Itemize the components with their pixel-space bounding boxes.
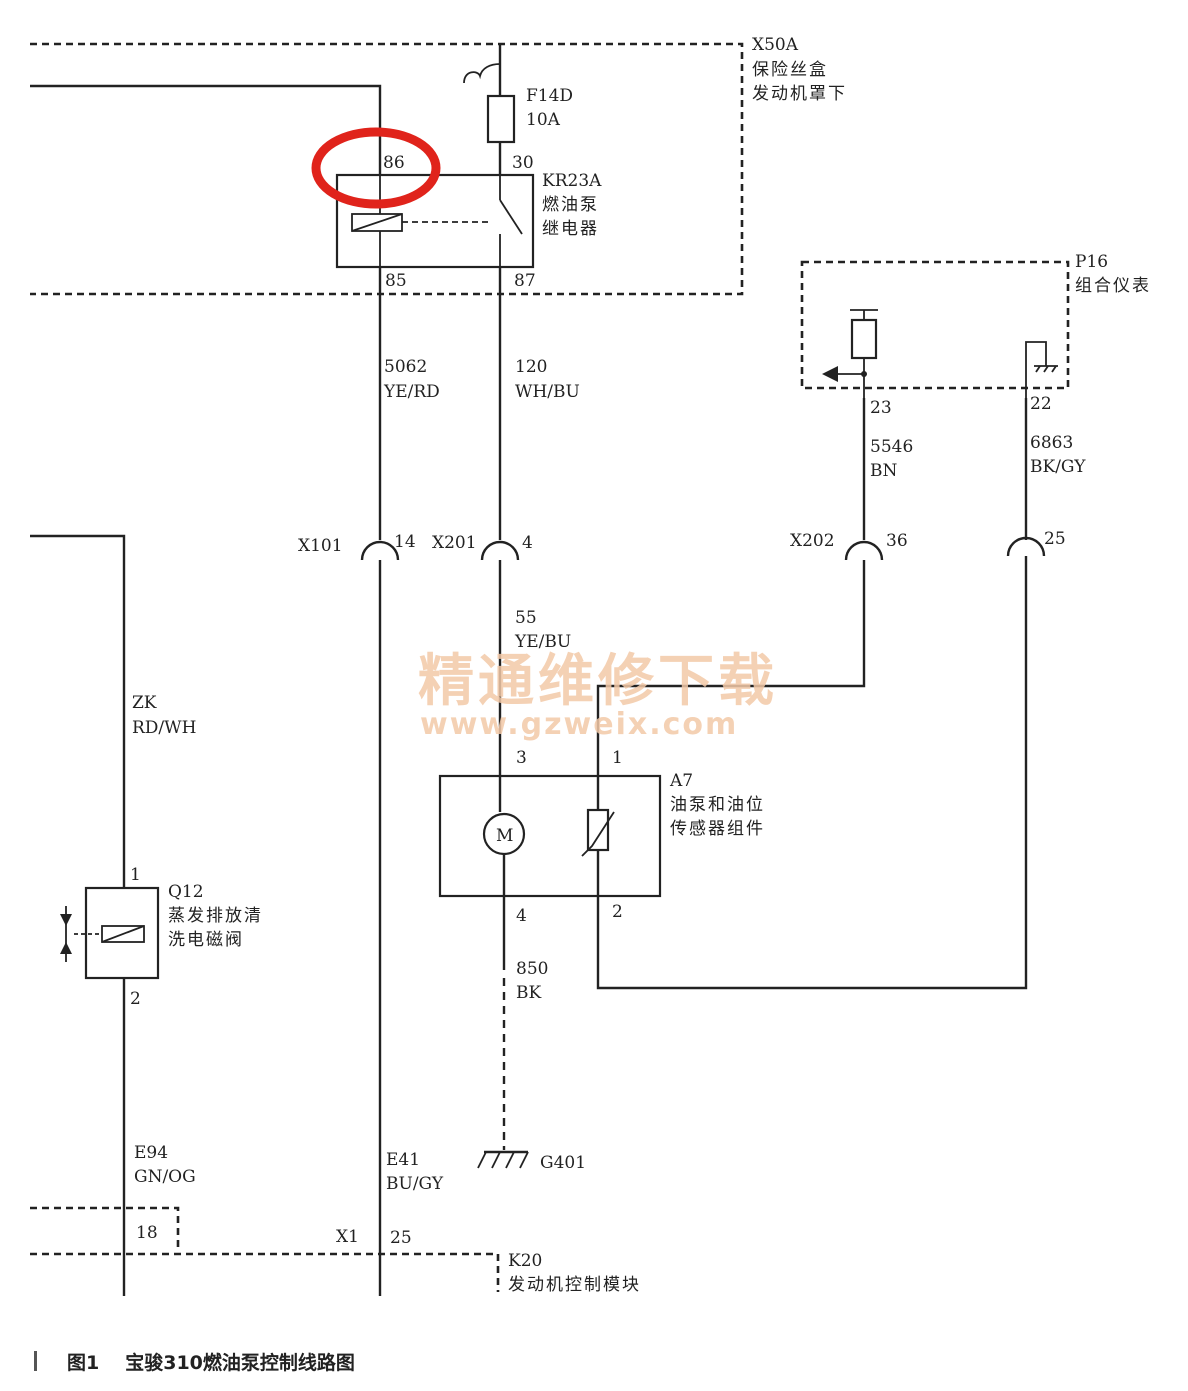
relay-name-2: 继电器 bbox=[542, 219, 599, 239]
wire-6863-circuit: 6863 bbox=[1030, 433, 1073, 453]
wire-5062: 5062 YE/RD bbox=[378, 267, 440, 540]
wire-zk: ZK RD/WH bbox=[30, 534, 196, 888]
valve-name-2: 洗电磁阀 bbox=[168, 930, 244, 950]
wire-55-circuit: 55 bbox=[515, 608, 537, 628]
fuel-level-sensor-icon bbox=[586, 808, 610, 852]
fuse-id: F14D bbox=[526, 86, 573, 106]
pump-motor-label: M bbox=[496, 826, 513, 846]
caption-bar bbox=[34, 1351, 37, 1371]
highlight-circle bbox=[311, 127, 441, 209]
wire-120-circuit: 120 bbox=[515, 357, 547, 377]
valve-pin-2: 2 bbox=[130, 989, 141, 1009]
fuel-pump-module-a7: M 3 1 4 2 A7 油泵和油位 传感器组件 bbox=[438, 748, 765, 926]
figure-title: 宝骏310燃油泵控制线路图 bbox=[125, 1351, 355, 1374]
ecm-name: 发动机控制模块 bbox=[508, 1275, 641, 1295]
ground-id: G401 bbox=[540, 1153, 586, 1173]
wire-850-color: BK bbox=[516, 983, 541, 1003]
relay-name: 燃油泵 bbox=[542, 195, 599, 215]
arrow-left-icon bbox=[822, 366, 838, 382]
wire-120-color: WH/BU bbox=[515, 382, 580, 402]
wire-5546-to-sender bbox=[596, 560, 866, 776]
wire-6863: 6863 BK/GY bbox=[1024, 398, 1086, 540]
relay-pin-86: 86 bbox=[383, 153, 405, 173]
fuse-box-id: X50A bbox=[752, 35, 799, 55]
relay-pin-85: 85 bbox=[385, 271, 407, 291]
cluster-name: 组合仪表 bbox=[1075, 276, 1151, 296]
connector-x201: X201 4 bbox=[432, 533, 533, 561]
wire-e41-color: BU/GY bbox=[386, 1174, 444, 1194]
wire-55: 55 YE/BU bbox=[498, 560, 571, 776]
connector-x202: X202 36 bbox=[790, 531, 908, 561]
fuse-box-x50a: X50A 保险丝盒 发动机罩下 bbox=[30, 35, 847, 296]
wire-5546: 5546 BN bbox=[862, 398, 913, 540]
instrument-cluster-p16: P16 组合仪表 bbox=[800, 252, 1151, 398]
wire-850-circuit: 850 bbox=[516, 959, 548, 979]
wire-120: 120 WH/BU bbox=[498, 267, 580, 540]
connector-x101: X101 14 bbox=[298, 532, 416, 561]
relay-pin-87: 87 bbox=[514, 271, 536, 291]
wire-5062-circuit: 5062 bbox=[384, 357, 427, 377]
figure-number: 图1 bbox=[67, 1351, 100, 1374]
fuse-rating: 10A bbox=[526, 110, 561, 130]
pump-pin-3: 3 bbox=[516, 748, 527, 768]
wire-zk-circuit: ZK bbox=[132, 693, 157, 713]
connector-x201-id: X201 bbox=[432, 533, 477, 553]
wire-e41-labels: E41 BU/GY bbox=[386, 1150, 444, 1194]
wire-5546-color: BN bbox=[870, 461, 897, 481]
wire-e94-circuit: E94 bbox=[134, 1143, 168, 1163]
wire-e41-circuit: E41 bbox=[386, 1150, 420, 1170]
fuse-box-name: 保险丝盒 bbox=[752, 60, 828, 80]
wire-6863-to-sender bbox=[596, 556, 1028, 990]
watermark-url: www.gzweix.com bbox=[420, 707, 738, 742]
figure-caption: 图1 宝骏310燃油泵控制线路图 bbox=[34, 1346, 355, 1376]
connector-x202-pin: 36 bbox=[886, 531, 908, 551]
wire-e94: E94 GN/OG bbox=[122, 978, 196, 1296]
connector-x202-pin25: 25 bbox=[1006, 529, 1066, 557]
pump-pin-2: 2 bbox=[612, 902, 623, 922]
ecm-k20: 18 X1 25 K20 发动机控制模块 bbox=[30, 1206, 641, 1295]
relay-feed-wire bbox=[30, 84, 382, 175]
valve-id: Q12 bbox=[168, 882, 204, 902]
fuse-f14d: F14D 10A bbox=[463, 44, 573, 175]
valve-arrow-down-icon bbox=[60, 914, 72, 926]
fuel-gauge-resistor-icon bbox=[850, 318, 878, 360]
relay-kr23a: 86 30 85 87 KR23A 燃油泵 继电器 bbox=[335, 153, 602, 291]
ground-g401: G401 bbox=[477, 1150, 586, 1173]
wire-6863-color: BK/GY bbox=[1030, 457, 1086, 477]
ecm-id: K20 bbox=[508, 1251, 542, 1271]
purge-solenoid-q12: 1 2 Q12 蒸发排放清 洗电磁阀 bbox=[60, 865, 263, 1009]
connector-x202-id: X202 bbox=[790, 531, 835, 551]
valve-pin-1: 1 bbox=[130, 865, 141, 885]
relay-id: KR23A bbox=[542, 171, 602, 191]
cluster-pin-23: 23 bbox=[870, 398, 892, 418]
pump-pin-1: 1 bbox=[612, 748, 623, 768]
wire-850: 850 BK bbox=[502, 896, 548, 1150]
valve-arrow-up-icon bbox=[60, 942, 72, 954]
connector-x201-pin: 4 bbox=[522, 533, 533, 553]
relay-pin-30: 30 bbox=[512, 153, 534, 173]
wire-55-color: YE/BU bbox=[514, 632, 571, 652]
ecm-connector: X1 bbox=[336, 1227, 359, 1247]
ecm-pin-18: 18 bbox=[136, 1223, 158, 1243]
pump-pin-4: 4 bbox=[516, 906, 527, 926]
wire-zk-color: RD/WH bbox=[132, 718, 196, 738]
connector-x101-id: X101 bbox=[298, 536, 343, 556]
solenoid-coil-icon bbox=[101, 925, 145, 943]
wire-5546-circuit: 5546 bbox=[870, 437, 913, 457]
valve-name: 蒸发排放清 bbox=[168, 906, 263, 926]
cluster-id: P16 bbox=[1075, 252, 1108, 272]
connector-x101-pin: 14 bbox=[394, 532, 416, 552]
relay-switch-icon bbox=[499, 199, 523, 235]
watermark-title: 精通维修下载 bbox=[418, 649, 778, 714]
cluster-pin-22: 22 bbox=[1030, 394, 1052, 414]
pump-id: A7 bbox=[669, 771, 693, 791]
pump-name-2: 传感器组件 bbox=[670, 819, 765, 839]
fuse-box-location: 发动机罩下 bbox=[752, 84, 847, 104]
ecm-pin-25: 25 bbox=[390, 1228, 412, 1248]
wire-e94-color: GN/OG bbox=[134, 1167, 196, 1187]
connector-x202-pin25-label: 25 bbox=[1044, 529, 1066, 549]
wire-5062-color: YE/RD bbox=[383, 382, 440, 402]
pump-name: 油泵和油位 bbox=[670, 795, 765, 815]
